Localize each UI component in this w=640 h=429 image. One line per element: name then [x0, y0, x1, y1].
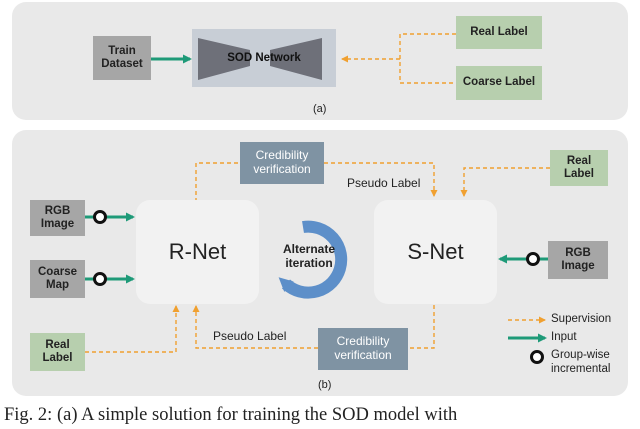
credibility-verification-bottom: Credibility verification [318, 328, 408, 370]
legend-group-wise-label: Group-wise incremental [551, 349, 611, 375]
train-dataset-box: Train Dataset [93, 36, 151, 80]
rgb-image-right-box: RGB Image [548, 241, 608, 279]
real-label-left-path [85, 305, 180, 353]
alternate-iteration-label: Alternate iteration [282, 242, 335, 270]
real-label-box-a: Real Label [456, 16, 542, 49]
sod-network-label: SOD Network [227, 52, 301, 65]
s-net-box: S-Net [374, 200, 497, 304]
real-label-left-box: Real Label [30, 333, 85, 371]
rgb-image-left-box: RGB Image [30, 200, 85, 236]
bottom-supervision-path [408, 305, 435, 349]
legend-group-wise-marker [530, 350, 544, 364]
coarse-map-group-wise-marker [93, 272, 107, 286]
pseudo-label-top: Pseudo Label [347, 176, 421, 190]
top-pseudo-label-path [324, 162, 438, 197]
coarse-label-box-a: Coarse Label [456, 66, 542, 100]
rgb-left-group-wise-marker [93, 210, 107, 224]
real-label-right-box: Real Label [550, 150, 608, 186]
rgb-right-group-wise-marker [526, 252, 540, 266]
r-net-box: R-Net [136, 200, 259, 304]
real-label-right-path [460, 167, 550, 197]
figure-caption: Fig. 2: (a) A simple solution for traini… [4, 405, 458, 425]
legend-input-label: Input [551, 331, 577, 343]
bottom-pseudo-label-path [192, 305, 318, 349]
pseudo-label-bottom: Pseudo Label [213, 329, 287, 343]
coarse-map-box: Coarse Map [30, 260, 85, 298]
top-supervision-path [192, 162, 240, 208]
legend-supervision-label: Supervision [551, 313, 612, 325]
panel-b-tag: (b) [318, 379, 332, 391]
credibility-verification-top: Credibility verification [240, 142, 324, 184]
alternate-iteration-cycle-icon [278, 220, 348, 299]
panel-a-tag: (a) [313, 103, 327, 115]
